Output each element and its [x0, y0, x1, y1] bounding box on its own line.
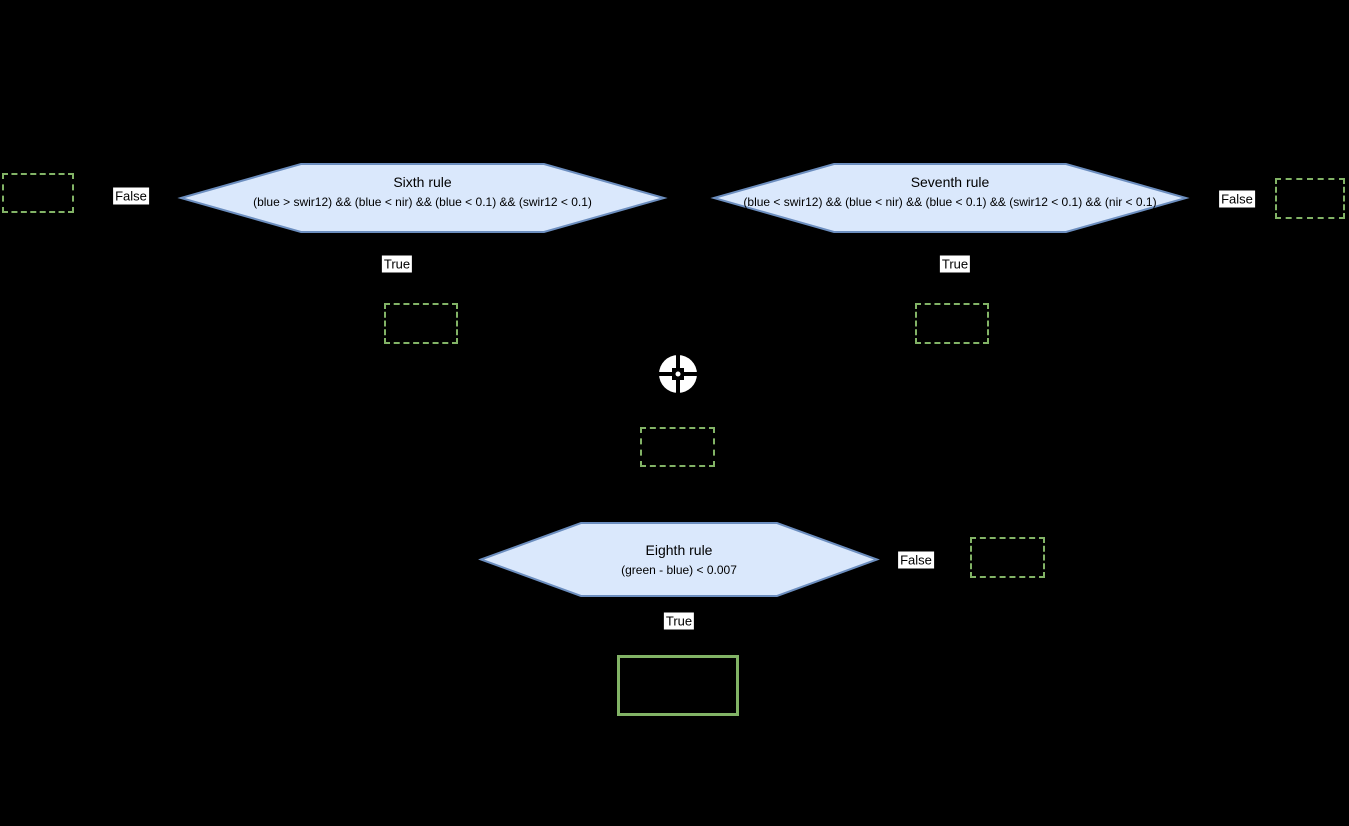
hexagon-outline	[478, 522, 880, 597]
placeholder-box-sixth-true	[384, 303, 458, 344]
hexagon-outline	[710, 163, 1190, 233]
decision-node-sixth-rule: Sixth rule (blue > swir12) && (blue < ni…	[177, 163, 668, 233]
edge-label-seventh-true: True	[939, 255, 971, 273]
placeholder-box-seventh-true	[915, 303, 989, 344]
result-box-eighth-true	[617, 655, 739, 716]
placeholder-box-center	[640, 427, 715, 467]
edge-label-sixth-true: True	[381, 255, 413, 273]
placeholder-box-eighth-false	[970, 537, 1045, 578]
hexagon-shape	[710, 163, 1190, 233]
edge-label-seventh-false: False	[1219, 190, 1255, 208]
decision-node-seventh-rule: Seventh rule (blue < swir12) && (blue < …	[710, 163, 1190, 233]
decision-node-eighth-rule: Eighth rule (green - blue) < 0.007	[478, 522, 880, 597]
placeholder-box-seventh-false	[1275, 178, 1345, 219]
edge-label-eighth-false: False	[898, 551, 934, 569]
edge-label-eighth-true: True	[663, 612, 695, 630]
hexagon-shape	[177, 163, 668, 233]
placeholder-box-sixth-false	[2, 173, 74, 213]
hexagon-outline	[177, 163, 668, 233]
crosshair-icon	[658, 354, 698, 394]
edge-label-sixth-false: False	[113, 187, 149, 205]
hexagon-shape	[478, 522, 880, 597]
